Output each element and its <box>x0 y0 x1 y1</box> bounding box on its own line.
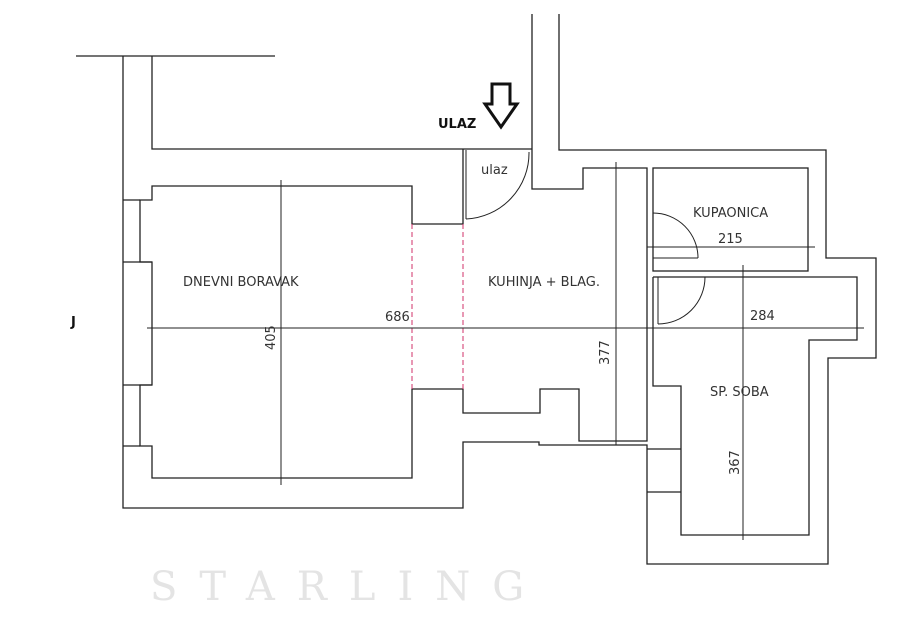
kitchen-depth-dimension: 377 <box>598 340 613 365</box>
entrance-door-label: ulaz <box>481 163 508 178</box>
entrance-arrow-icon <box>482 82 520 130</box>
walls <box>76 14 877 565</box>
bedroom-width-dimension: 284 <box>750 309 775 324</box>
dimension-lines <box>147 162 864 540</box>
kitchen-label: KUHINJA + BLAG. <box>488 275 600 290</box>
bedroom-depth-dimension: 367 <box>728 450 743 475</box>
watermark: STARLING <box>150 564 546 610</box>
total-length-dimension: 686 <box>385 310 410 325</box>
living-room-depth-dimension: 405 <box>264 325 279 350</box>
bedroom-label: SP. SOBA <box>710 385 769 400</box>
entrance-label: ULAZ <box>438 117 476 132</box>
bathroom-label: KUPAONICA <box>693 206 768 221</box>
orientation-label: J <box>70 315 76 330</box>
bathroom-width-dimension: 215 <box>718 232 743 247</box>
doors <box>465 150 706 325</box>
living-room-label: DNEVNI BORAVAK <box>183 275 299 290</box>
